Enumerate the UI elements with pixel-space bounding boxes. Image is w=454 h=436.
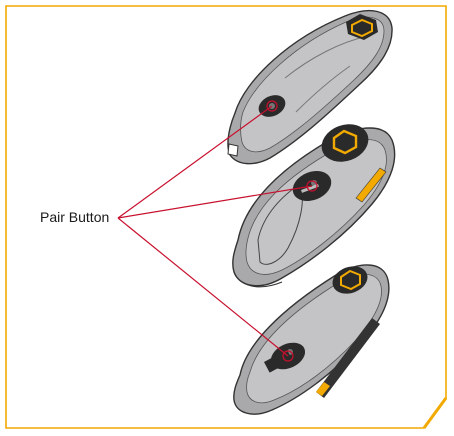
remote-middle-pair-button-text [301, 183, 319, 193]
remote-bottom-brand-logo [316, 382, 330, 396]
remote-middle-inner-outline [257, 183, 303, 265]
callout-target-bottom [282, 350, 294, 362]
remote-middle-logo-mark [332, 129, 358, 155]
callout-line-top [117, 105, 273, 219]
remote-top-groove [295, 65, 351, 113]
remote-middle-logo-button [321, 124, 369, 162]
remote-middle-face [245, 139, 387, 275]
remote-top-logo-mark [351, 18, 373, 38]
callout-target-top [266, 100, 278, 112]
remote-middle-base [233, 271, 283, 288]
pair-button-label: Pair Button [40, 209, 110, 225]
remote-bottom-brand-band [316, 318, 380, 398]
callout-line-bottom [117, 217, 289, 357]
frame-corner-fold [422, 397, 448, 429]
callout-line-middle [117, 185, 313, 219]
remote-bottom-logo-button [332, 266, 368, 294]
callout-target-middle [306, 180, 318, 192]
remote-middle-brand-strip [355, 167, 387, 203]
remote-bottom-label-plate [264, 349, 293, 373]
callout-lines [117, 105, 313, 357]
remote-top-notch [227, 143, 239, 157]
remote-top-face [240, 16, 385, 153]
remote-bottom-logo-mark [340, 269, 361, 291]
callout-targets [266, 100, 318, 362]
